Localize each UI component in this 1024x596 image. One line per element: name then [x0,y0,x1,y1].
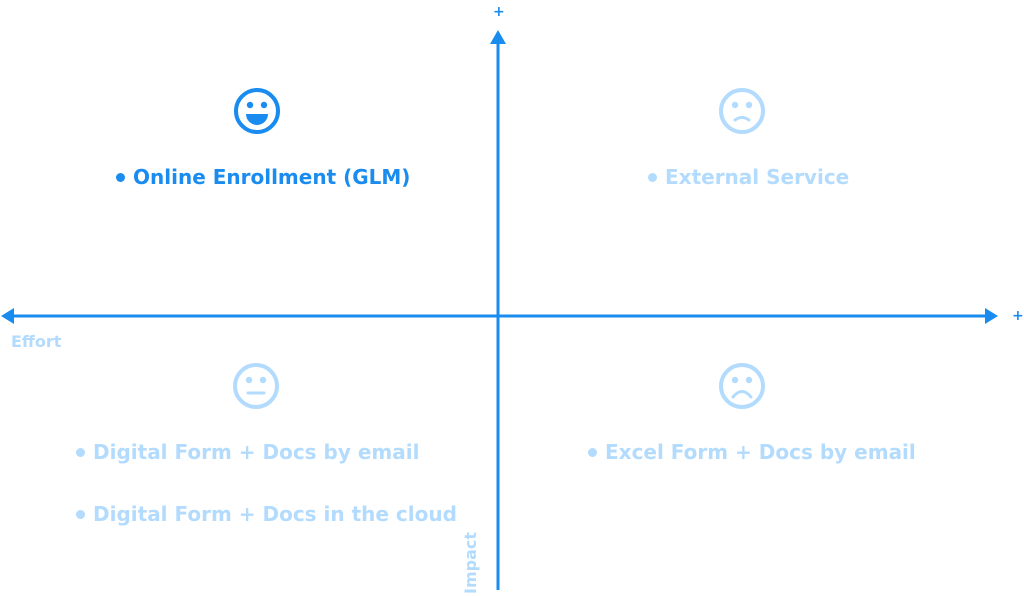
x-axis-plus: + [1012,308,1024,324]
bullet-icon [648,172,657,182]
impact-axis-label: Impact [461,531,480,594]
option-excel-form-email: Excel Form + Docs by email [588,442,916,462]
option-label: Digital Form + Docs by email [93,440,420,464]
bullet-icon [116,172,125,182]
left-arrowhead-icon [1,308,14,324]
option-label: Excel Form + Docs by email [605,440,916,464]
bullet-icon [76,447,85,457]
slightly-sad-face-icon [719,88,765,134]
option-label: Online Enrollment (GLM) [133,165,411,189]
up-arrowhead-icon [490,30,506,44]
happy-face-icon [234,88,280,134]
option-label: Digital Form + Docs in the cloud [93,502,457,526]
y-axis-plus: + [493,4,505,20]
bullet-icon [76,509,85,519]
option-label: External Service [665,165,850,189]
effort-axis-label: Effort [11,332,62,351]
option-external-service: External Service [648,167,849,187]
option-digital-form-email: Digital Form + Docs by email [76,442,419,462]
right-arrowhead-icon [985,308,998,324]
sad-face-icon [719,363,765,409]
option-digital-form-cloud: Digital Form + Docs in the cloud [76,504,457,524]
option-online-enrollment: Online Enrollment (GLM) [116,167,410,187]
neutral-face-icon [233,363,279,409]
bullet-icon [588,447,597,457]
